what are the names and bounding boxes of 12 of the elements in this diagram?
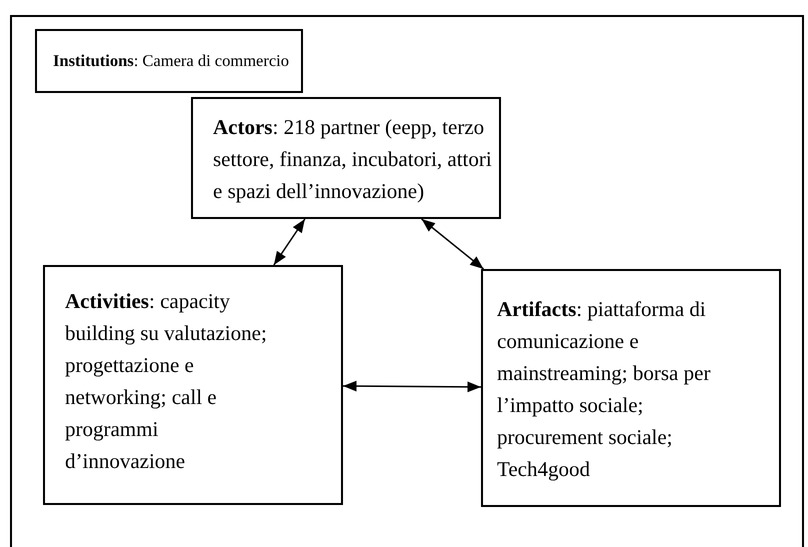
box-text: Actors: 218 partner (eepp, terzo settore, finanza, incubatori, attori e spazi dell’innovazione) [213,115,492,203]
double-arrow [421,218,484,270]
double-arrow [343,380,481,392]
box-text: Institutions: Camera di commercio [53,51,290,70]
double-arrow [273,218,306,266]
text-box [43,265,343,505]
outer-frame [10,15,804,547]
text-box [481,269,781,507]
text-box [35,29,303,93]
text-box [191,97,501,219]
box-text: Artifacts: piattaforma di comunicazione e mainstreaming; borsa per l’impatto sociale; procurement sociale; Tech4good [497,297,710,481]
box-text: Activities: capacity building su valutazione; progettazione e networking; call e programmi d’innovazione [65,289,267,473]
